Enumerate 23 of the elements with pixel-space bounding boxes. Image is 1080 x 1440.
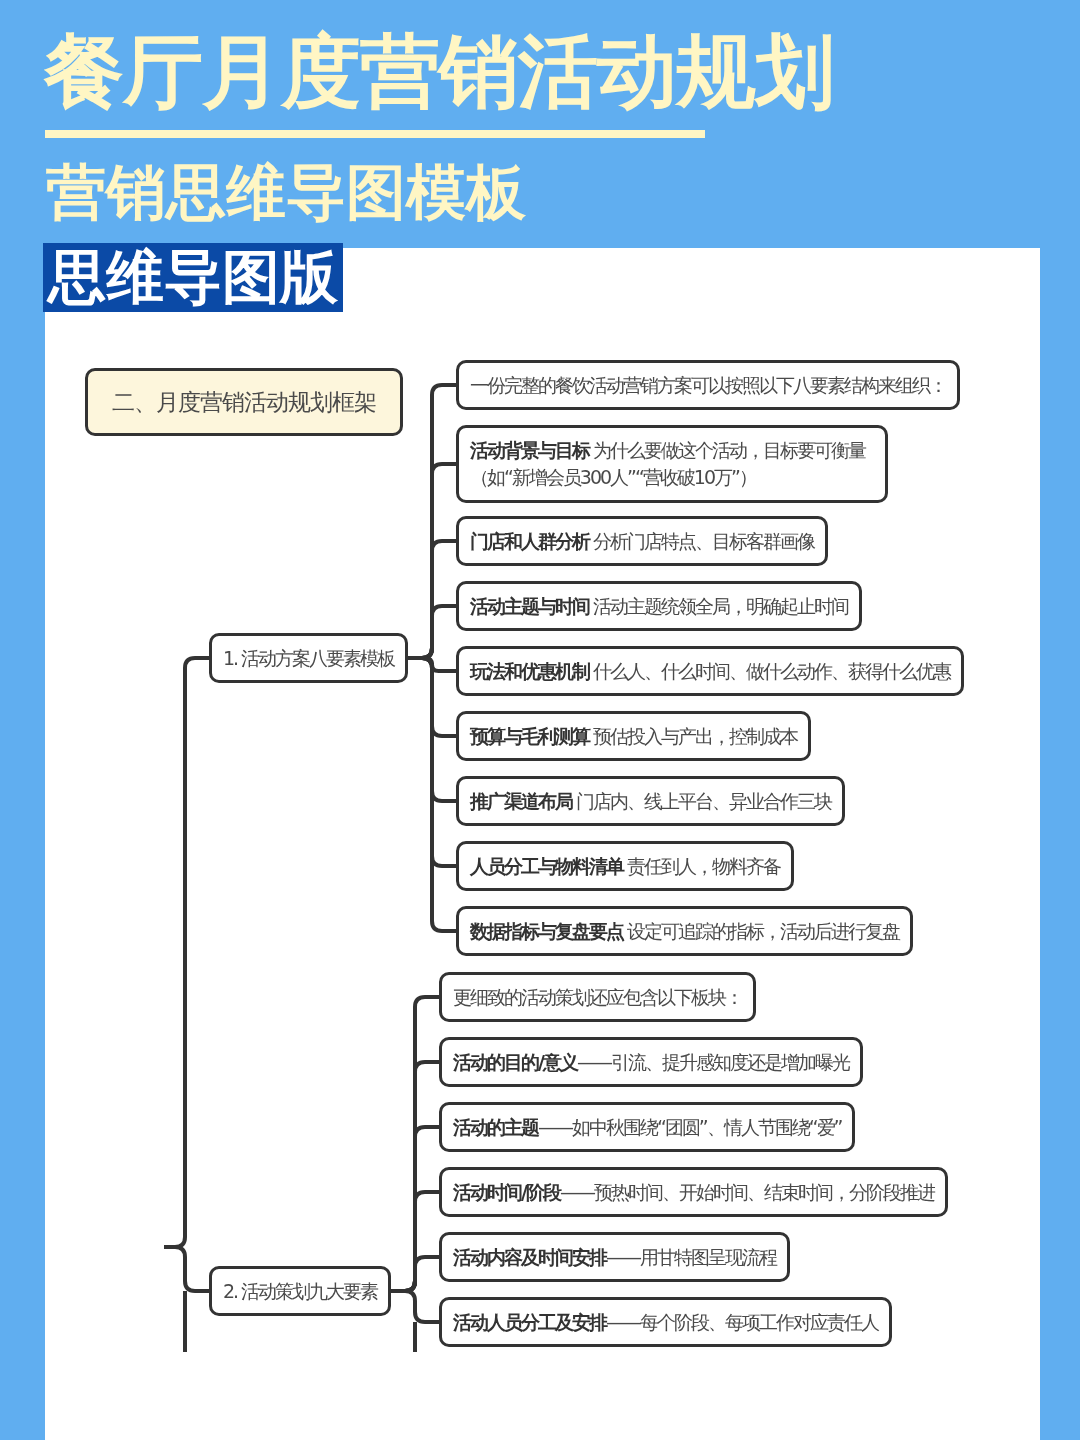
topic-box: 活动主题与时间 活动主题统领全局，明确起止时间 — [456, 581, 863, 631]
topic-box: 活动的主题——如中秋围绕“团圆”、情人节围绕“爱” — [439, 1102, 856, 1152]
topic-box: 活动人员分工及安排——每个阶段、每项工作对应责任人 — [439, 1297, 892, 1347]
topic-box: 更细致的活动策划还应包含以下板块： — [439, 972, 756, 1022]
badge: 思维导图版 — [43, 243, 343, 312]
topic-box: 预算与毛利测算 预估投入与产出，控制成本 — [456, 711, 812, 761]
topic-box: 活动背景与目标 为什么要做这个活动，目标要可衡量（如“新增会员300人”“营收破10万”） — [456, 425, 888, 503]
topic-box: 活动的目的/意义——引流、提升感知度还是增加曝光 — [439, 1037, 863, 1087]
topic-box: 玩法和优惠机制 什么人、什么时间、做什么动作、获得什么优惠 — [456, 646, 965, 696]
topic-box: 活动时间/阶段——预热时间、开始时间、结束时间，分阶段推进 — [439, 1167, 948, 1217]
topic-box: 推广渠道布局 门店内、线上平台、异业合作三块 — [456, 776, 846, 826]
branch-box: 2. 活动策划九大要素 — [209, 1266, 392, 1316]
topic-box: 人员分工与物料清单 责任到人，物料齐备 — [456, 841, 795, 891]
connector-line — [164, 1245, 209, 1293]
connector-line — [391, 1289, 439, 1324]
title: 餐厅月度营销活动规划 — [44, 24, 834, 120]
topic-box: 门店和人群分析 分析门店特点、目标客群画像 — [456, 516, 829, 566]
heading-box: 二、月度营销活动规划框架 — [85, 368, 403, 436]
topic-box: 一份完整的餐饮活动营销方案可以按照以下八要素结构来组织： — [456, 360, 960, 410]
topic-box: 数据指标与复盘要点 设定可追踪的指标，活动后进行复盘 — [456, 906, 914, 956]
branch-box: 1. 活动方案八要素模板 — [209, 633, 409, 683]
subtitle: 营销思维导图模板 — [46, 156, 526, 228]
topic-box: 活动内容及时间安排——用甘特图呈现流程 — [439, 1232, 790, 1282]
